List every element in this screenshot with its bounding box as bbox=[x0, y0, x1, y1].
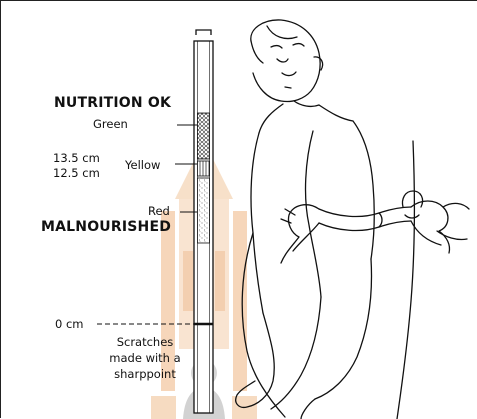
scratches-line-2: made with a bbox=[102, 350, 188, 366]
muac-tape bbox=[194, 30, 213, 413]
green-label: Green bbox=[93, 117, 128, 131]
zero-cm-label: 0 cm bbox=[55, 317, 84, 331]
yellow-label: Yellow bbox=[125, 158, 160, 172]
child-illustration bbox=[236, 20, 469, 419]
scratches-note: Scratches made with a sharppoint bbox=[102, 334, 188, 382]
scratches-line-1: Scratches bbox=[102, 334, 188, 350]
measure-high-label: 13.5 cm bbox=[53, 151, 100, 165]
nutrition-ok-label: NUTRITION OK bbox=[54, 95, 171, 111]
red-label: Red bbox=[148, 204, 170, 218]
measure-low-label: 12.5 cm bbox=[53, 166, 100, 180]
malnourished-label: MALNOURISHED bbox=[41, 219, 171, 235]
scratches-line-3: sharppoint bbox=[102, 366, 188, 382]
